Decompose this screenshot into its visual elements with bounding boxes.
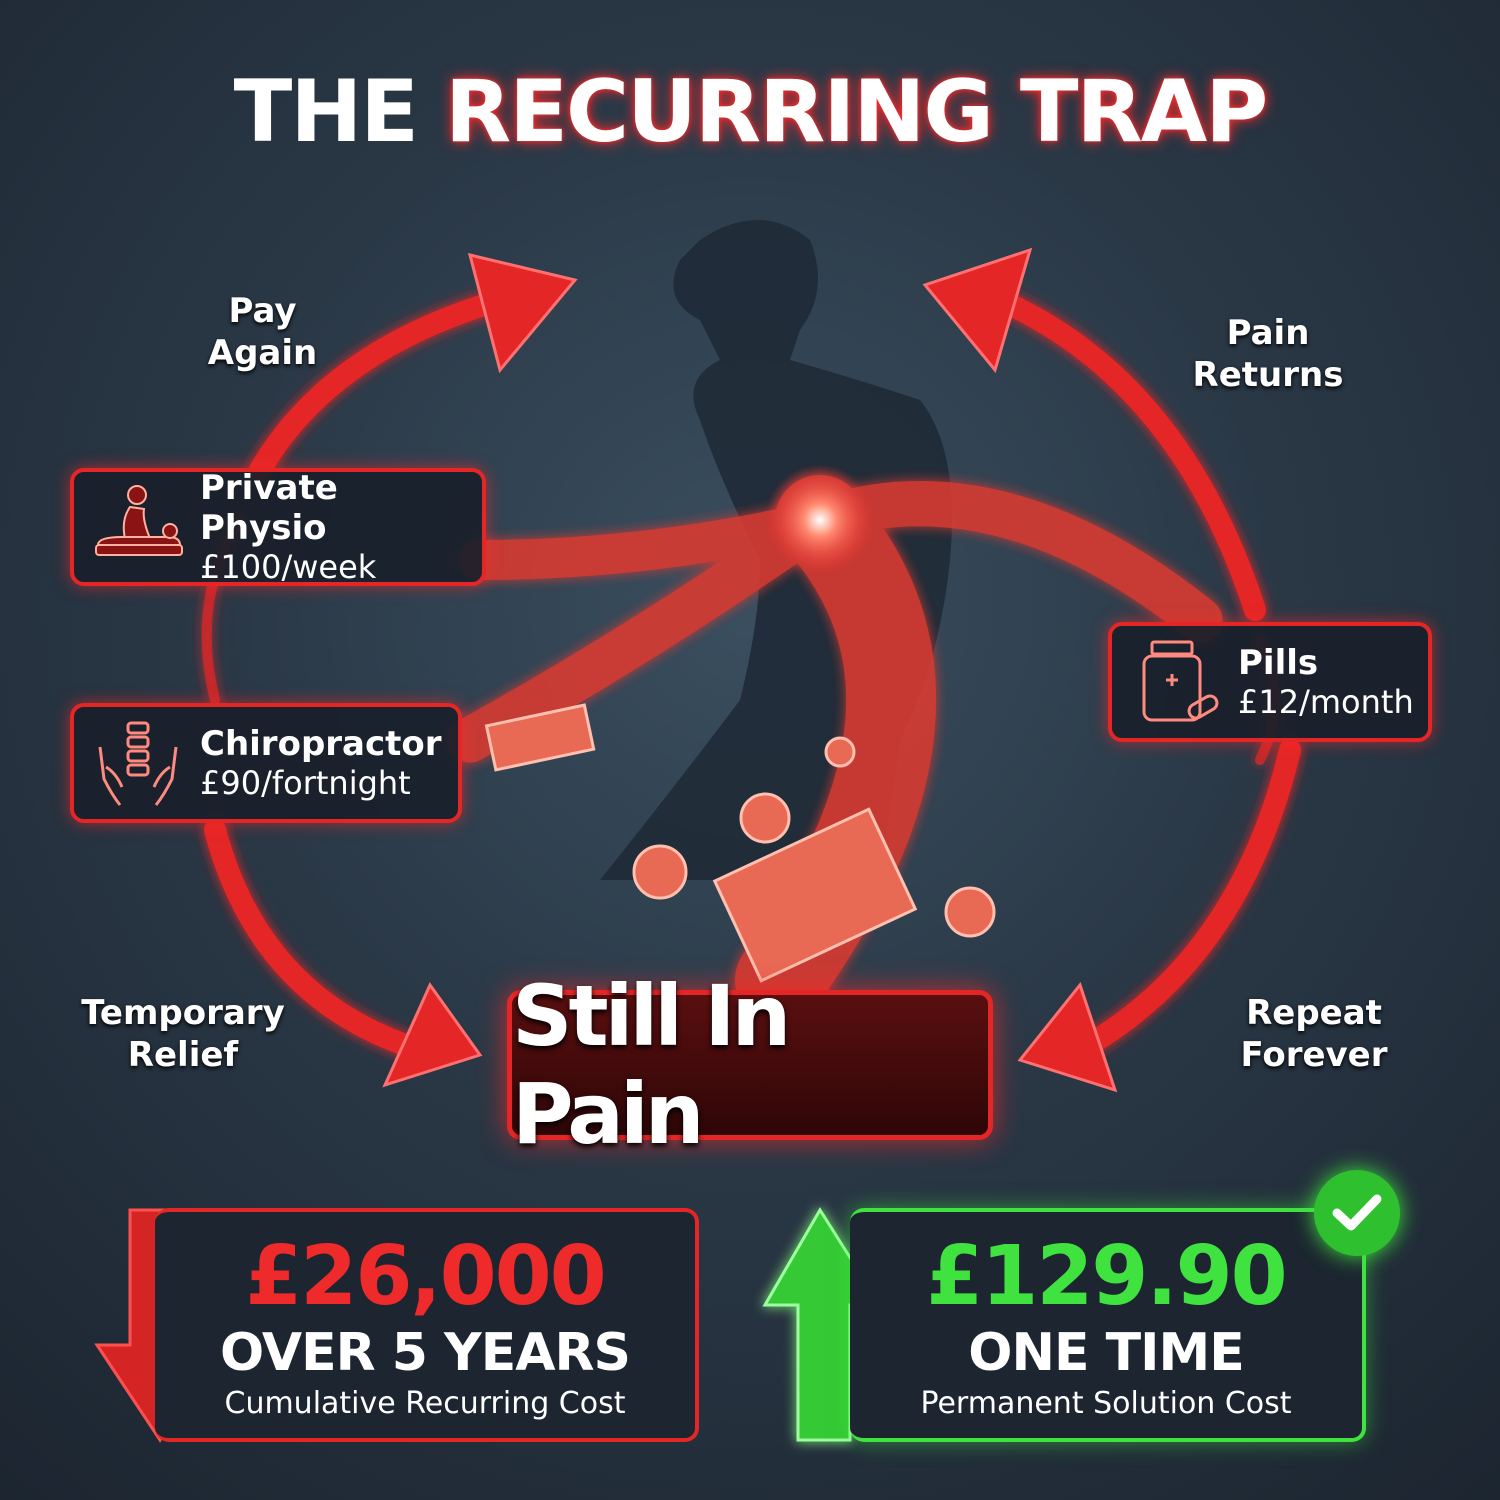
coin [824, 736, 856, 768]
label-line: Pay [228, 291, 297, 331]
label-line: Repeat [1246, 993, 1382, 1033]
treatment-name: Pills [1238, 643, 1319, 683]
coin [632, 844, 688, 900]
arrow-pay-again [249, 289, 511, 481]
solution-amount: £129.90 [926, 1229, 1287, 1324]
coin [739, 792, 791, 844]
coin [944, 886, 996, 938]
treatment-cost: £12/month [1238, 683, 1414, 721]
label-line: Returns [1192, 355, 1344, 395]
recurring-period: OVER 5 YEARS [220, 1323, 631, 1383]
card-private-physio: Private Physio£100/week [70, 468, 486, 586]
banknote [712, 807, 918, 983]
page-title: THE RECURRING TRAP [0, 62, 1500, 162]
label-line: Forever [1240, 1035, 1388, 1075]
spine-hands-icon [98, 721, 178, 806]
title-part1: THE [233, 62, 445, 162]
arrow-repeat-forever [1069, 739, 1301, 1061]
money-stream [447, 497, 843, 763]
label-line: Relief [127, 1035, 239, 1075]
arrow-temporary-relief [204, 819, 431, 1061]
label-line: Temporary [81, 993, 285, 1033]
arrow-pain-returns [989, 289, 1266, 621]
treatment-cost: £100/week [200, 548, 377, 586]
card-pills: Pills£12/month [1108, 622, 1432, 742]
pill-bottle-icon [1142, 640, 1219, 722]
arrowhead-pay-again [467, 252, 578, 374]
recurring-cost-panel: £26,000 OVER 5 YEARS Cumulative Recurrin… [155, 1208, 699, 1442]
banknote [484, 703, 596, 772]
arrowhead-temporary-relief [382, 982, 483, 1088]
arrowhead-repeat-forever [1017, 981, 1118, 1093]
swirl-core [765, 465, 875, 575]
still-in-pain-banner: Still In Pain [507, 967, 993, 1163]
checkmark-icon [1314, 1170, 1400, 1256]
label-line: Again [207, 333, 318, 373]
solution-period: ONE TIME [968, 1323, 1244, 1383]
card-chiropractor: Chiropractor£90/fortnight [70, 703, 462, 823]
recurring-amount: £26,000 [245, 1229, 606, 1324]
solution-caption: Permanent Solution Cost [920, 1386, 1292, 1421]
solution-cost-panel: £129.90 ONE TIME Permanent Solution Cost [850, 1208, 1366, 1442]
treatment-cost: £90/fortnight [200, 764, 411, 802]
arrowhead-pain-returns [922, 247, 1033, 374]
recurring-caption: Cumulative Recurring Cost [224, 1386, 626, 1421]
title-highlight: RECURRING TRAP [444, 62, 1268, 162]
treatment-name: Private Physio [200, 468, 338, 548]
massage-icon [95, 485, 183, 556]
label-line: Pain [1226, 313, 1310, 353]
treatment-name: Chiropractor [200, 724, 442, 764]
